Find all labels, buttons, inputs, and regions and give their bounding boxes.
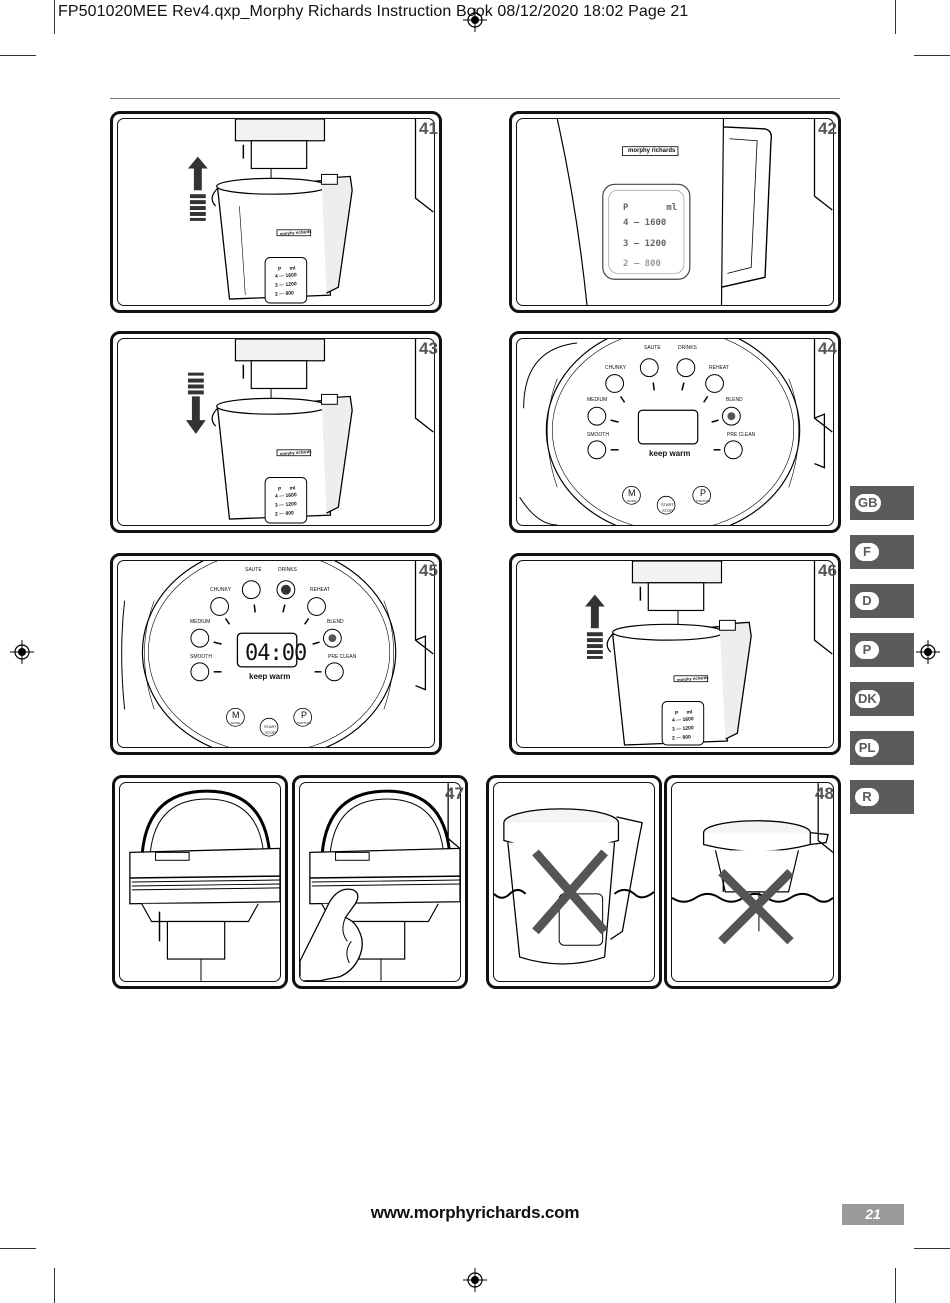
- button-label-medium: MEDIUM: [190, 619, 211, 625]
- registration-mark-icon: [463, 8, 487, 32]
- figure-47-panel-left: [112, 775, 288, 989]
- blade-unit-not-immerse-illustration: [672, 783, 833, 945]
- language-tab-label: DK: [855, 690, 880, 708]
- figure-number: 47: [445, 784, 464, 803]
- crop-mark: [54, 1268, 55, 1303]
- jug-scale-row: 4 — 1600: [623, 218, 667, 228]
- language-tab-label: PL: [855, 739, 879, 757]
- registration-mark-icon: [463, 1268, 487, 1292]
- figure-42-panel: morphy richards P ml 4 — 1600 3 — 1200 2…: [509, 111, 841, 313]
- mode-button-label: MODE: [627, 499, 636, 503]
- registration-mark-icon: [916, 640, 940, 664]
- button-label-reheat: REHEAT: [310, 587, 330, 593]
- button-label-drinks: DRINKS: [678, 345, 697, 351]
- language-tab-label: F: [855, 543, 879, 561]
- display-time: 04:00: [245, 641, 307, 666]
- figure-number: 48: [815, 784, 834, 803]
- language-tab-p[interactable]: P: [850, 633, 914, 667]
- jug-scale-row: 3 — 1200: [623, 239, 667, 249]
- button-label-reheat: REHEAT: [709, 365, 729, 371]
- jug-scale-row: 2 — 800: [623, 259, 661, 269]
- crop-mark: [895, 0, 896, 34]
- language-tab-pl[interactable]: PL: [850, 731, 914, 765]
- registration-mark-icon: [10, 640, 34, 664]
- figure-number: 45: [419, 561, 438, 580]
- button-label-smooth: SMOOTH: [587, 432, 609, 438]
- language-tab-f[interactable]: F: [850, 535, 914, 569]
- language-tab-label: D: [855, 592, 879, 610]
- figure-48-panel-left: [486, 775, 662, 989]
- crop-mark: [895, 1268, 896, 1303]
- button-label-pre-clean: PRE CLEAN: [727, 432, 756, 438]
- portion-button-label: PORTION: [696, 499, 710, 503]
- button-label-drinks: DRINKS: [278, 567, 297, 573]
- button-label-smooth: SMOOTH: [190, 654, 212, 660]
- figure-number: 41: [419, 119, 438, 138]
- button-label-pre-clean: PRE CLEAN: [328, 654, 357, 660]
- top-rule: [110, 98, 840, 99]
- stop-label: STOP: [265, 730, 276, 735]
- button-label-saute: SAUTE: [644, 345, 661, 351]
- figure-number: 42: [818, 119, 837, 138]
- jug-scale-head: P ml: [623, 203, 678, 213]
- jug-not-immerse-illustration: [494, 808, 654, 965]
- language-tab-d[interactable]: D: [850, 584, 914, 618]
- stop-label: STOP: [662, 508, 673, 513]
- figure-43-panel: P ml 4 — 1600 3 — 1200 2 — 800 morphy ri…: [110, 331, 442, 533]
- start-label: START: [661, 502, 674, 507]
- crop-mark: [0, 1248, 36, 1249]
- mode-button-letter: M: [232, 710, 240, 720]
- portion-button-letter: P: [700, 488, 707, 498]
- crop-mark: [914, 55, 950, 56]
- page-number: 21: [842, 1204, 904, 1225]
- jug-lift-illustration: [187, 119, 434, 304]
- language-tab-r[interactable]: R: [850, 780, 914, 814]
- button-label-chunky: CHUNKY: [210, 587, 232, 593]
- crop-mark: [0, 55, 36, 56]
- mode-button-letter: M: [628, 488, 636, 498]
- button-label-medium: MEDIUM: [587, 397, 608, 403]
- crop-mark: [914, 1248, 950, 1249]
- button-label-blend: BLEND: [327, 619, 344, 625]
- button-label-chunky: CHUNKY: [605, 365, 627, 371]
- button-label-blend: BLEND: [726, 397, 743, 403]
- keep-warm-label: keep warm: [649, 449, 691, 458]
- start-label: START: [264, 724, 277, 729]
- figure-46-panel: P ml 4 — 1600 3 — 1200 2 — 800 morphy ri…: [509, 553, 841, 755]
- blade-unit-illustration: [129, 789, 280, 981]
- language-tab-gb[interactable]: GB: [850, 486, 914, 520]
- figure-47-panel-right: 47: [292, 775, 468, 989]
- jug-brand-label: morphy richards: [628, 148, 676, 154]
- mode-button-label: MODE: [231, 721, 240, 725]
- language-tab-dk[interactable]: DK: [850, 682, 914, 716]
- language-tab-label: GB: [855, 494, 881, 512]
- language-tab-label: P: [855, 641, 879, 659]
- figure-41-panel: P ml 4 — 1600 3 — 1200 2 — 800 morphy ri…: [110, 111, 442, 313]
- figure-45-panel: 04:00 SAUTE DRINKS CHUNKY REHEAT MEDIUM …: [110, 553, 442, 755]
- portion-button-letter: P: [301, 710, 308, 720]
- crop-mark: [54, 0, 55, 34]
- print-slug-header: FP501020MEE Rev4.qxp_Morphy Richards Ins…: [58, 3, 689, 20]
- figure-number: 43: [419, 339, 438, 358]
- figure-number: 44: [818, 339, 837, 358]
- blade-unit-hand-illustration: [300, 783, 460, 981]
- footer-website[interactable]: www.morphyrichards.com: [370, 1203, 580, 1222]
- portion-button-label: PORTION: [297, 721, 311, 725]
- figure-number: 46: [818, 561, 837, 580]
- keep-warm-label: keep warm: [249, 672, 291, 681]
- language-tab-label: R: [855, 788, 879, 806]
- figure-48-panel-right: 48: [664, 775, 841, 989]
- figure-44-panel: SAUTE DRINKS CHUNKY REHEAT MEDIUM BLEND …: [509, 331, 841, 533]
- button-label-saute: SAUTE: [245, 567, 262, 573]
